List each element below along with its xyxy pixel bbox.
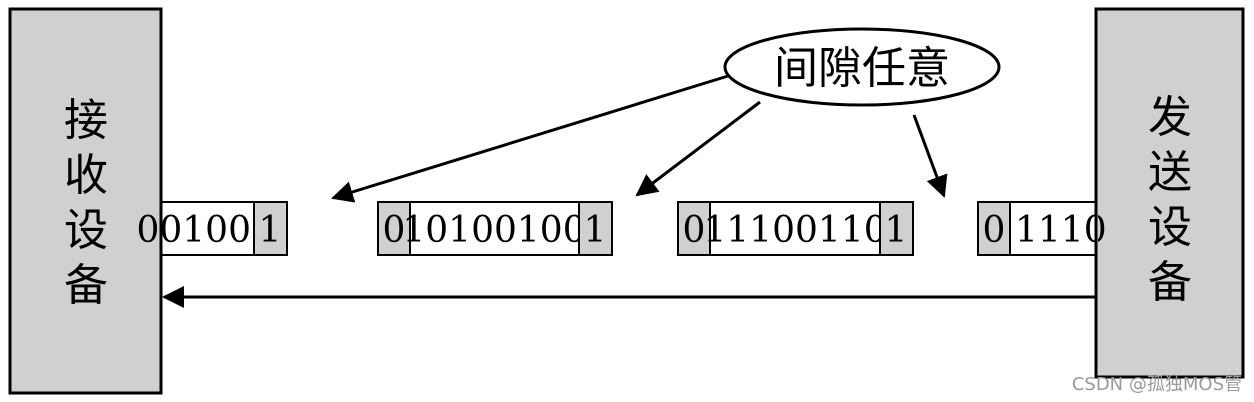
callout-arrow-gap-1 (331, 74, 729, 203)
sender-label-char-2: 送 (1148, 147, 1192, 198)
sender-label-char-4: 备 (1148, 257, 1192, 308)
frame-4-start-bit: 0 (983, 210, 1006, 251)
frame-3-stop-bit: 1 (885, 210, 908, 251)
callout-text: 间隙任意 (774, 43, 950, 94)
gap-callout: 间隙任意 (723, 27, 1001, 107)
receiver-box (8, 7, 163, 395)
receiver-label-char-1: 接 (64, 95, 108, 146)
frame-2-start-bit: 0 (383, 210, 406, 251)
frame-4-data-cell (1009, 201, 1097, 256)
sender-device: 发 送 设 备 (1094, 7, 1245, 379)
frame-1-data-bits: 00100 (136, 210, 251, 251)
frame-2: 0 10100100 1 (377, 201, 613, 256)
frame-3-start-bit: 0 (683, 210, 706, 251)
frame-4-start-bit-cell (977, 201, 1011, 256)
frame-2-data-bits: 10100100 (402, 210, 585, 251)
frame-2-stop-bit-cell (578, 201, 613, 256)
frame-1-stop-bit: 1 (259, 210, 282, 251)
sender-label-char-1: 发 (1148, 92, 1192, 143)
frame-3-start-bit-cell (677, 201, 711, 256)
frame-2-data-cell (409, 201, 580, 256)
callout-ellipse (723, 27, 1001, 107)
callout-arrow-gap-3 (912, 114, 948, 198)
frame-3-stop-bit-cell (879, 201, 914, 256)
sender-label-char-3: 设 (1148, 202, 1192, 253)
frame-1-data-cell (160, 201, 255, 256)
callout-arrow-gap-2 (635, 100, 761, 197)
frame-4: 0 1110 (977, 201, 1107, 256)
watermark: CSDN @孤独MOS管 (1072, 374, 1242, 395)
frame-1-stop-bit-cell (253, 201, 288, 256)
frame-1: 00100 1 (136, 201, 288, 256)
receiver-label-char-4: 备 (64, 260, 108, 311)
frame-3-data-bits: 11100110 (703, 210, 886, 251)
receiver-label-char-3: 设 (64, 205, 108, 256)
receiver-device: 接 收 设 备 (8, 7, 163, 395)
frame-2-stop-bit: 1 (584, 210, 607, 251)
sender-box-border (1094, 7, 1245, 379)
frame-3-data-cell (709, 201, 881, 256)
receiver-label-char-2: 收 (64, 150, 108, 201)
receiver-box-border (8, 7, 163, 395)
frame-4-data-bits: 1110 (1015, 210, 1107, 251)
frame-3: 0 11100110 1 (677, 201, 914, 256)
sender-box (1094, 7, 1245, 379)
